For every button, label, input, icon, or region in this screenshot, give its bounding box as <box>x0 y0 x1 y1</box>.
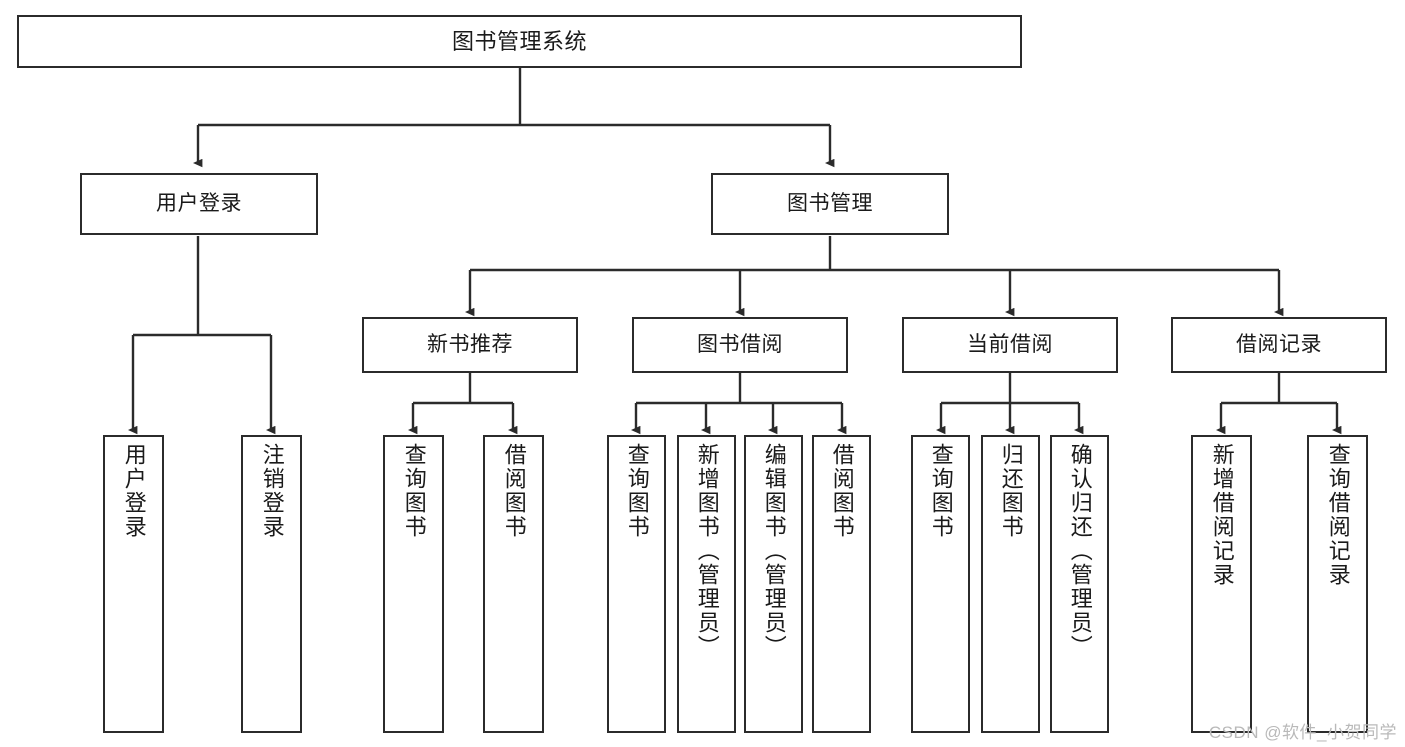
leaf-query-books-borrow[interactable]: 查询图书 <box>607 435 666 733</box>
node-label: 用户登录 <box>156 191 242 215</box>
node-label: 查询图书 <box>624 443 650 539</box>
node-book-borrowing[interactable]: 图书借阅 <box>632 317 848 373</box>
leaf-logout[interactable]: 注销登录 <box>241 435 302 733</box>
node-label: 新书推荐 <box>427 332 513 356</box>
node-label: 查询图书 <box>928 443 954 539</box>
leaf-add-book-admin[interactable]: 新增图书（管理员） <box>677 435 736 733</box>
leaf-edit-book-admin[interactable]: 编辑图书（管理员） <box>744 435 803 733</box>
node-label: 图书管理 <box>787 191 873 215</box>
leaf-borrow-books-recommend[interactable]: 借阅图书 <box>483 435 544 733</box>
node-book-management[interactable]: 图书管理 <box>711 173 949 235</box>
node-label: 当前借阅 <box>967 332 1053 356</box>
leaf-return-books[interactable]: 归还图书 <box>981 435 1040 733</box>
leaf-confirm-return-admin[interactable]: 确认归还（管理员） <box>1050 435 1109 733</box>
node-label: 图书借阅 <box>697 332 783 356</box>
node-new-book-recommendation[interactable]: 新书推荐 <box>362 317 578 373</box>
node-label: 确认归还（管理员） <box>1067 443 1093 659</box>
node-label: 用户登录 <box>121 443 147 539</box>
node-label: 借阅图书 <box>501 443 527 539</box>
node-label: 新增借阅记录 <box>1209 443 1235 587</box>
node-label: 借阅图书 <box>829 443 855 539</box>
node-user-login[interactable]: 用户登录 <box>80 173 318 235</box>
node-borrowing-record[interactable]: 借阅记录 <box>1171 317 1387 373</box>
node-label: 借阅记录 <box>1236 332 1322 356</box>
node-current-borrowing[interactable]: 当前借阅 <box>902 317 1118 373</box>
leaf-add-borrow-record[interactable]: 新增借阅记录 <box>1191 435 1252 733</box>
leaf-user-login[interactable]: 用户登录 <box>103 435 164 733</box>
leaf-query-books-recommend[interactable]: 查询图书 <box>383 435 444 733</box>
leaf-query-borrow-record[interactable]: 查询借阅记录 <box>1307 435 1368 733</box>
node-label: 新增图书（管理员） <box>694 443 720 659</box>
node-label: 编辑图书（管理员） <box>761 443 787 659</box>
leaf-query-books-current[interactable]: 查询图书 <box>911 435 970 733</box>
node-label: 图书管理系统 <box>451 28 587 54</box>
node-root-book-management-system[interactable]: 图书管理系统 <box>17 15 1022 68</box>
leaf-borrow-books[interactable]: 借阅图书 <box>812 435 871 733</box>
node-label: 注销登录 <box>259 443 285 539</box>
node-label: 查询借阅记录 <box>1325 443 1351 587</box>
node-label: 归还图书 <box>998 443 1024 539</box>
node-label: 查询图书 <box>401 443 427 539</box>
